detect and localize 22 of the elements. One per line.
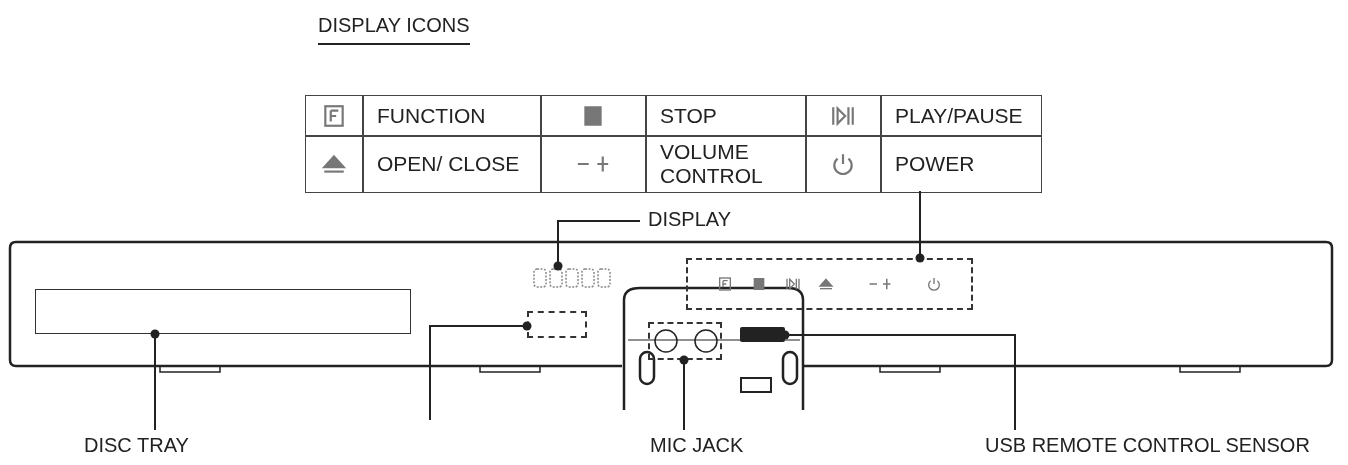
dashed-outline: [648, 322, 722, 360]
table-cell: VOLUME CONTROL: [645, 135, 807, 193]
usb-port: [740, 327, 785, 342]
leader-line: [150, 329, 160, 431]
dashed-outline: [686, 258, 973, 310]
dashed-outline: [527, 311, 587, 338]
segment-display: [532, 266, 614, 290]
table-cell: OPEN/ CLOSE: [362, 135, 542, 193]
leader-line: [553, 220, 641, 271]
part-label: MIC JACK: [650, 434, 744, 457]
table-cell: PLAY/PAUSE: [880, 95, 1042, 137]
part-label: DISPLAY: [648, 208, 731, 231]
leader-line: [429, 321, 532, 421]
table-cell: STOP: [645, 95, 807, 137]
table-cell: FUNCTION: [362, 95, 542, 137]
leader-line: [915, 190, 925, 263]
leader-line: [679, 355, 689, 431]
disc-tray: [35, 289, 411, 334]
part-label: USB REMOTE CONTROL SENSOR: [985, 434, 1310, 457]
heading: DISPLAY ICONS: [318, 14, 470, 45]
part-label: DISC TRAY: [84, 434, 189, 457]
table-cell: POWER: [880, 135, 1042, 193]
